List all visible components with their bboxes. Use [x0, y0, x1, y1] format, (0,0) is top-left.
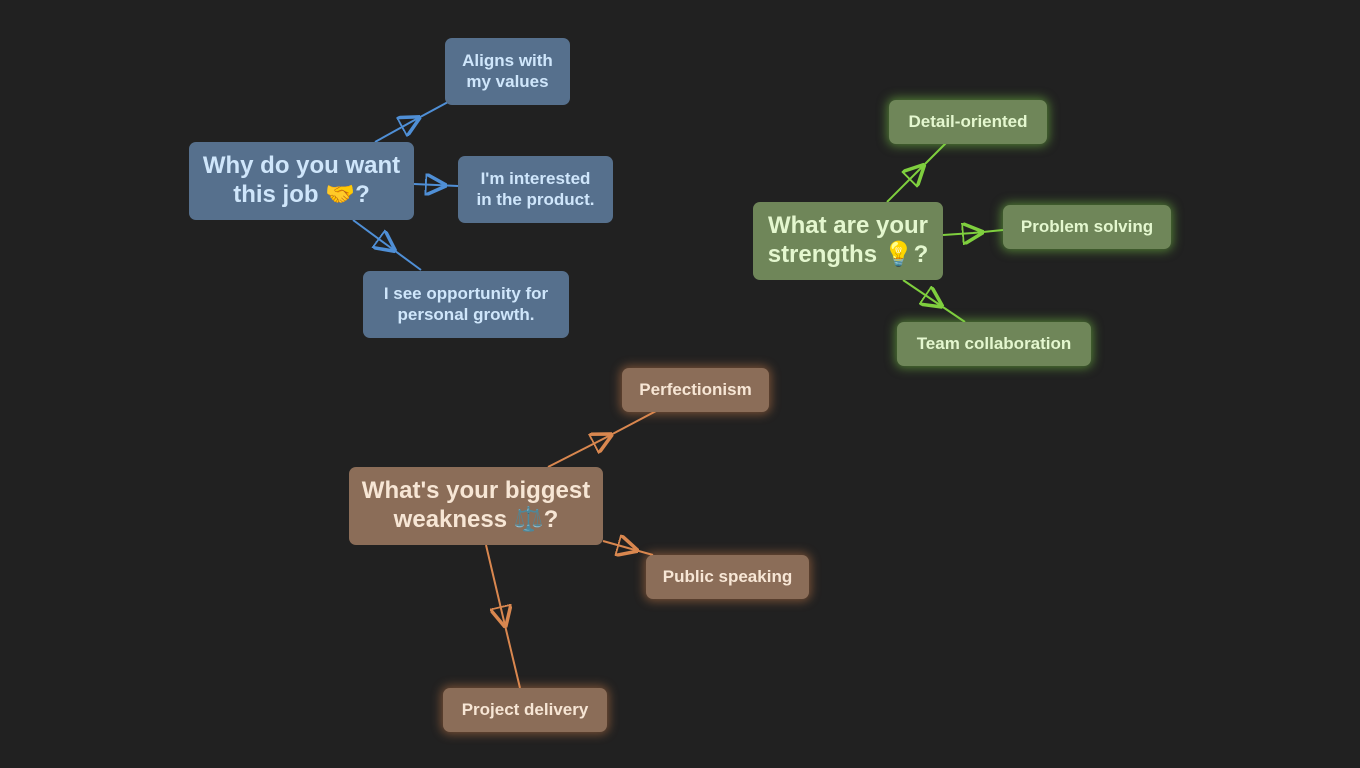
leaf-detail-oriented-label: Detail-oriented	[908, 111, 1028, 131]
hub-motivation[interactable]: Why do you want this job 🤝?	[189, 142, 414, 220]
edge-weakness-perfectionism	[547, 409, 659, 468]
edge-strengths-team	[902, 279, 966, 323]
leaf-team-collaboration[interactable]: Team collaboration	[897, 322, 1091, 366]
leaf-problem-solving[interactable]: Problem solving	[1003, 205, 1171, 249]
leaf-interested-in-product-label: I'm interested in the product.	[476, 169, 595, 209]
leaf-interested-in-product[interactable]: I'm interested in the product.	[458, 156, 613, 223]
leaf-project-delivery-label: Project delivery	[461, 699, 589, 719]
leaf-team-collaboration-label: Team collaboration	[916, 333, 1072, 353]
leaf-public-speaking-label: Public speaking	[662, 566, 793, 586]
edge-weakness-public	[602, 541, 654, 555]
hub-strengths-label: What are your strengths 💡?	[767, 212, 929, 268]
leaf-personal-growth-label: I see opportunity for personal growth.	[383, 284, 549, 324]
leaf-detail-oriented[interactable]: Detail-oriented	[889, 100, 1047, 144]
leaf-project-delivery[interactable]: Project delivery	[443, 688, 607, 732]
leaf-personal-growth[interactable]: I see opportunity for personal growth.	[363, 271, 569, 338]
leaf-perfectionism-label: Perfectionism	[639, 379, 752, 399]
leaf-public-speaking[interactable]: Public speaking	[646, 555, 809, 599]
edge-strengths-detail	[886, 141, 948, 203]
leaf-perfectionism[interactable]: Perfectionism	[622, 368, 769, 412]
edge-motivation-growth	[352, 219, 422, 271]
edge-motivation-product	[413, 184, 459, 186]
hub-strengths[interactable]: What are your strengths 💡?	[753, 202, 943, 280]
leaf-problem-solving-label: Problem solving	[1020, 216, 1154, 236]
edge-motivation-values	[374, 101, 449, 143]
edge-weakness-delivery	[485, 544, 521, 689]
edge-strengths-problem	[942, 230, 1004, 235]
hub-motivation-label: Why do you want this job 🤝?	[202, 152, 401, 208]
hub-weakness[interactable]: What's your biggest weakness ⚖️?	[349, 467, 603, 545]
leaf-aligns-with-values[interactable]: Aligns with my values	[445, 38, 570, 105]
leaf-aligns-with-values-label: Aligns with my values	[462, 51, 553, 91]
hub-weakness-label: What's your biggest weakness ⚖️?	[361, 477, 591, 533]
